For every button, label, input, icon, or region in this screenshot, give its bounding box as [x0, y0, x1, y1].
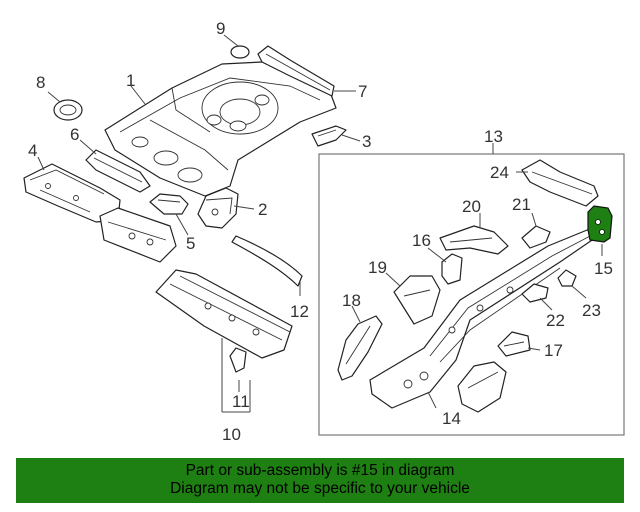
- callout-labels: 1 2 3 4 5 6 7 8 9 10 11 12 13 14 15 16 1…: [28, 19, 613, 444]
- part-5-bracket[interactable]: [149, 193, 189, 215]
- part-20-reinforcement[interactable]: [439, 225, 509, 255]
- callout-3: 3: [362, 132, 371, 151]
- part-2-bracket[interactable]: [197, 187, 239, 229]
- part-23-bracket[interactable]: [557, 269, 577, 287]
- part-8-plug[interactable]: [53, 99, 83, 121]
- callout-18: 18: [342, 291, 361, 310]
- callout-9: 9: [216, 19, 225, 38]
- leader-lines: [37, 34, 603, 413]
- callout-11: 11: [232, 392, 250, 411]
- callout-20: 20: [462, 197, 481, 216]
- callout-2: 2: [258, 200, 267, 219]
- part-trailing-bracket[interactable]: [457, 361, 507, 413]
- callout-8: 8: [36, 73, 45, 92]
- callout-1: 1: [126, 71, 135, 90]
- part-9-plug[interactable]: [230, 45, 250, 59]
- part-24-member[interactable]: [521, 159, 599, 207]
- part-21-bracket[interactable]: [521, 225, 551, 249]
- banner-line-1: Part or sub-assembly is #15 in diagram: [185, 462, 455, 479]
- callout-24: 24: [490, 163, 509, 182]
- callout-10: 10: [222, 425, 241, 444]
- part-3-bracket[interactable]: [311, 125, 347, 147]
- callout-14: 14: [442, 409, 461, 428]
- part-1-rear-floor-pan[interactable]: [104, 61, 337, 197]
- callout-17: 17: [544, 341, 563, 360]
- callout-12: 12: [290, 302, 309, 321]
- callout-15: 15: [594, 259, 613, 278]
- part-6-crossmember[interactable]: [85, 149, 151, 193]
- part-11-bracket[interactable]: [229, 347, 247, 373]
- part-17-bracket[interactable]: [497, 331, 531, 357]
- part-16-bracket[interactable]: [441, 253, 463, 285]
- part-7-rear-panel-upper[interactable]: [257, 45, 335, 97]
- callout-16: 16: [412, 231, 431, 250]
- callout-21: 21: [512, 195, 531, 214]
- part-15-plate-highlighted[interactable]: [587, 205, 613, 243]
- callout-23: 23: [582, 301, 601, 320]
- fitment-notice-banner: Part or sub-assembly is #15 in diagram D…: [16, 458, 624, 503]
- callout-4: 4: [28, 141, 37, 160]
- part-12-curved-rail[interactable]: [231, 235, 303, 287]
- callout-7: 7: [358, 82, 367, 101]
- callout-19: 19: [368, 258, 387, 277]
- callout-13: 13: [484, 127, 503, 146]
- part-18-reinforcement[interactable]: [337, 315, 383, 381]
- callout-22: 22: [546, 311, 565, 330]
- banner-line-2: Diagram may not be specific to your vehi…: [170, 480, 470, 497]
- part-19-bracket[interactable]: [393, 275, 441, 325]
- part-22-bracket[interactable]: [521, 283, 549, 303]
- part-4-floor-extension[interactable]: [99, 207, 177, 263]
- callout-6: 6: [70, 125, 79, 144]
- part-10-floor-reinforcement[interactable]: [155, 269, 293, 359]
- subassembly-box-13: [318, 153, 625, 436]
- callout-5: 5: [186, 234, 195, 253]
